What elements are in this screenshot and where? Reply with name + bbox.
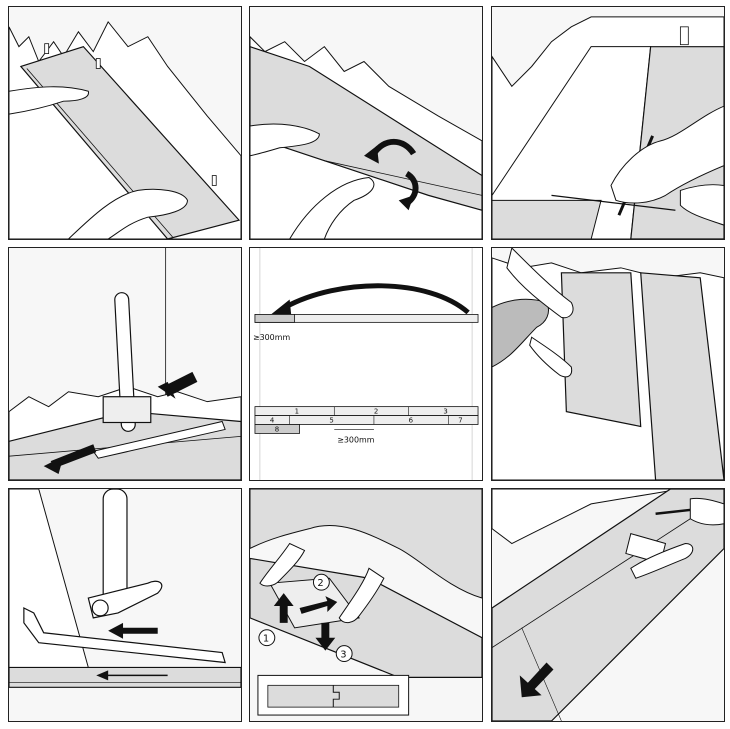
step-1-label: 1 <box>263 634 269 645</box>
panel-3-mark-and-cut <box>491 6 725 240</box>
panel-2-angle-and-click <box>249 6 483 240</box>
lower-arrow-icon <box>315 622 336 651</box>
carry-over-arrow <box>283 283 470 315</box>
plank-number-6: 6 <box>409 416 413 424</box>
panel-4-tap-block <box>8 247 242 481</box>
panel-9-final-row <box>491 488 725 722</box>
plank-number-5: 5 <box>329 416 333 424</box>
step-3-label: 3 <box>340 650 346 661</box>
plank-number-4: 4 <box>270 416 275 424</box>
panel-6-second-row <box>491 247 725 481</box>
panel-7-pull-bar <box>8 488 242 722</box>
step-2-label: 2 <box>317 578 323 589</box>
top-offset-label: ≥300mm <box>253 333 290 342</box>
panel-1-place-first-plank <box>8 6 242 240</box>
plank-number-1: 1 <box>295 408 299 416</box>
bottom-offset-label: ≥300mm <box>337 435 374 444</box>
lift-arrow-icon <box>273 593 294 623</box>
plank-number-2: 2 <box>374 408 378 416</box>
plank-number-7: 7 <box>458 416 462 424</box>
direction-arrow-icon <box>523 662 554 693</box>
plank-number-3: 3 <box>443 408 447 416</box>
push-arrow-icon <box>299 596 338 614</box>
panel-5-row-offset-diagram: ≥300mm 1 2 3 4 5 6 7 8 ≥300mm <box>249 247 483 481</box>
plank-number-8: 8 <box>275 425 279 433</box>
panel-8-lift-push-lower: 1 2 3 <box>249 488 483 722</box>
